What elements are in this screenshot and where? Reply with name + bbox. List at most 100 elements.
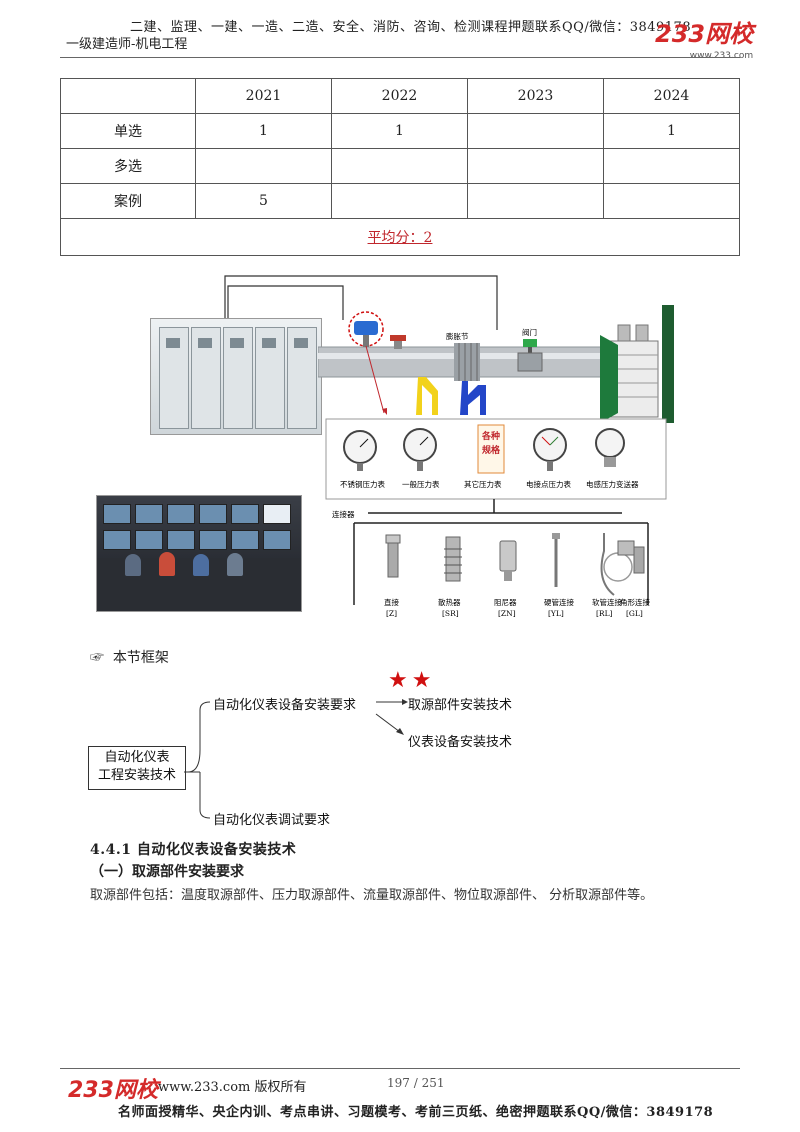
connector-code: [GL]: [626, 609, 643, 618]
variety-box: [477, 424, 505, 474]
instrument-schematic: 阀门 膨胀节 各种 规格 不锈钢压力表 一般压力表 其它压力表 电接点压力表 电…: [318, 305, 674, 618]
table-header-row: 2021 2022 2023 2024: [60, 78, 740, 114]
connector-hard-pipe: [552, 533, 560, 587]
document-subtitle: 一级建造师-机电工程: [66, 37, 188, 52]
mindmap-branch-install: 自动化仪表设备安装要求: [213, 698, 357, 713]
framework-heading: ☞ 本节框架: [90, 647, 169, 667]
mindmap-connectors: [184, 699, 408, 819]
mindmap-root-line: 工程安装技术: [97, 768, 176, 783]
cabinet-panel: [159, 327, 189, 429]
table-cell: 1: [603, 113, 740, 149]
connector-angle: [617, 540, 645, 574]
gauge-2-general: [403, 428, 437, 471]
connector-code: [Z]: [386, 609, 397, 618]
blue-pipe-support: [460, 381, 486, 415]
variety-text-1: 各种: [481, 430, 500, 442]
monitor-screen: [199, 504, 227, 524]
pipe-gauge: [390, 335, 406, 349]
monitor-screen: [263, 530, 291, 550]
average-score: 平均分：2: [60, 218, 740, 256]
gauge-5-transmitter: [595, 428, 625, 467]
brand-logo: 233网校 www.233.com: [655, 22, 753, 68]
operator-figure: [159, 552, 175, 576]
mindmap-branch-debug: 自动化仪表调试要求: [213, 813, 331, 828]
connector-code: [ZN]: [498, 609, 516, 618]
monitor-screen: [135, 530, 163, 550]
table-cell: [195, 148, 332, 184]
section-heading: 4.4.1 自动化仪表设备安装技术: [90, 842, 297, 858]
table-cell: [603, 148, 740, 184]
year-header: 2021: [195, 78, 332, 114]
footer-promo-line: 名师面授精华、央企内训、考点串讲、习题模考、考前三页纸、绝密押题联系QQ/微信：…: [118, 1105, 714, 1120]
control-room-photo: [96, 495, 302, 612]
pipe-valve: [517, 339, 543, 372]
expansion-joint-label: 膨胀节: [446, 331, 469, 341]
connector-code: [YL]: [548, 609, 564, 618]
year-header: 2023: [467, 78, 604, 114]
connector-code: [SR]: [442, 609, 459, 618]
header-divider: [60, 57, 740, 58]
table-cell: 1: [331, 113, 468, 149]
mindmap-leaf-instrument: 仪表设备安装技术: [408, 735, 513, 750]
table-row: 单选 1 1 1: [60, 113, 740, 149]
monitor-screen: [103, 504, 131, 524]
year-header: 2024: [603, 78, 740, 114]
table-row: 多选: [60, 148, 740, 184]
monitor-screen: [135, 504, 163, 524]
connector-radiator: [444, 536, 462, 582]
variety-text-2: 规格: [482, 444, 501, 456]
callout-arrow: [365, 345, 385, 414]
footer-logo-number: 233: [68, 1078, 114, 1103]
row-label: 案例: [60, 183, 196, 219]
pointing-hand-icon: ☞: [90, 650, 104, 666]
table-cell: 5: [195, 183, 332, 219]
table-cell: [467, 113, 604, 149]
operator-figure: [125, 554, 141, 576]
valve-label: 阀门: [522, 328, 537, 337]
table-cell: [331, 148, 468, 184]
monitor-screen: [167, 504, 195, 524]
cabinet-panel: [287, 327, 317, 429]
connector-straight: [385, 534, 401, 578]
gauge-label: 一般压力表: [402, 479, 440, 489]
page-number: 197 / 251: [387, 1076, 445, 1090]
gauge-1-stainless: [343, 430, 377, 471]
connector-name: 阻尼器: [494, 598, 517, 607]
gauge-label: 电接点压力表: [526, 479, 571, 489]
gauge-4-contact: [533, 428, 567, 471]
header-promo-line: 二建、监理、一建、一造、二造、安全、消防、咨询、检测课程押题联系QQ/微信：38…: [130, 20, 692, 35]
operator-figure: [227, 553, 243, 576]
footer-logo-text: 网校: [113, 1078, 158, 1103]
monitor-screen: [263, 504, 291, 524]
footer-copyright: www.233.com 版权所有: [158, 1080, 307, 1095]
monitor-screen: [103, 530, 131, 550]
brand-logo-text: 网校: [705, 20, 754, 48]
brick-wall: [600, 324, 659, 423]
gauge-label: 电感压力变送器: [586, 479, 639, 489]
monitor-screen: [231, 530, 259, 550]
footer-divider: [60, 1068, 740, 1069]
gauge-label: 不锈钢压力表: [340, 479, 385, 489]
table-cell: [467, 148, 604, 184]
gauge-label: 其它压力表: [464, 479, 502, 489]
expansion-joint: [454, 343, 480, 381]
table-cell: [467, 183, 604, 219]
connector-title: 连接器: [332, 509, 355, 519]
mindmap-root-node: 自动化仪表 工程安装技术: [88, 746, 186, 790]
operator-figure: [193, 554, 209, 576]
connector-name: 角形连接: [620, 597, 650, 607]
footer-logo: 233网校: [68, 1072, 158, 1104]
table-row: 案例 5: [60, 183, 740, 219]
monitor-screen: [231, 504, 259, 524]
cabinet-panel: [191, 327, 221, 429]
wall-edge: [662, 305, 674, 423]
brand-logo-url: www.233.com: [689, 51, 754, 61]
cabinet-panel: [223, 327, 253, 429]
body-paragraph: 取源部件包括：温度取源部件、压力取源部件、流量取源部件、物位取源部件、 分析取源…: [90, 888, 654, 903]
monitor-screen: [199, 530, 227, 550]
exam-score-table: 2021 2022 2023 2024 单选 1 1 1 多选 案例 5 平均分…: [60, 78, 740, 256]
connector-name: 软管连接: [592, 597, 622, 607]
connector-damper: [499, 540, 517, 581]
connector-name: 硬管连接: [544, 597, 574, 607]
connector-name: 散热器: [438, 597, 461, 607]
